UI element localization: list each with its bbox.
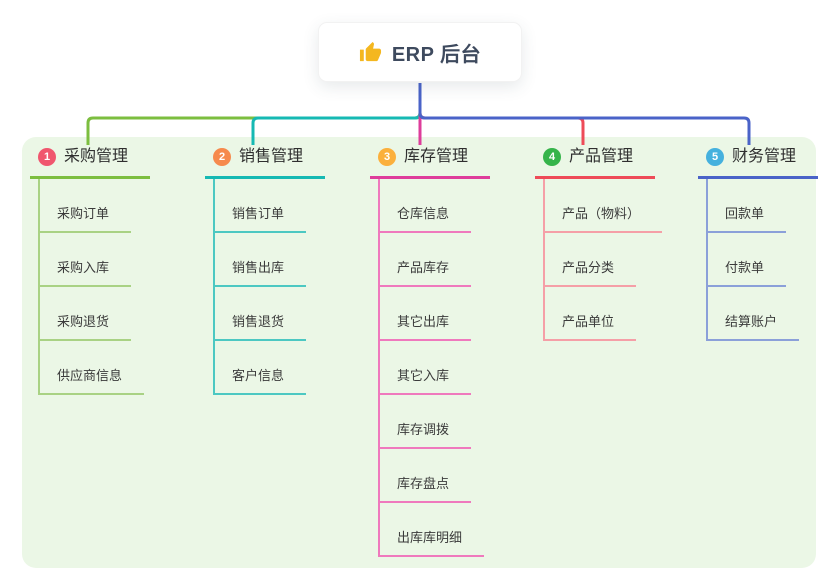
branches-panel	[22, 137, 816, 568]
branch-label: 库存管理	[404, 148, 469, 165]
branch-sales: 2 销售管理 销售订单 销售出库 销售退货 客户信息	[205, 145, 325, 395]
child-node[interactable]: 仓库信息	[378, 179, 490, 233]
branch-children: 产品（物料） 产品分类 产品单位	[543, 179, 663, 341]
branch-children: 回款单 付款单 结算账户	[706, 179, 818, 341]
connector-branch-5	[418, 83, 751, 145]
branch-number-badge: 2	[213, 148, 231, 166]
child-node[interactable]: 销售订单	[213, 179, 325, 233]
branch-label: 产品管理	[569, 148, 634, 165]
child-node[interactable]: 采购退货	[38, 287, 150, 341]
branch-header-finance[interactable]: 5 财务管理	[698, 145, 818, 179]
child-node[interactable]: 产品（物料）	[543, 179, 663, 233]
child-node[interactable]: 产品单位	[543, 287, 662, 341]
connector-branch-2	[251, 83, 422, 145]
branch-children: 采购订单 采购入库 采购退货 供应商信息	[38, 179, 150, 395]
branch-spine	[378, 179, 380, 557]
child-node[interactable]: 库存调拨	[378, 395, 490, 449]
thumbs-up-icon	[359, 41, 382, 64]
connector-branch-1	[86, 83, 422, 145]
branch-spine	[543, 179, 545, 341]
connector-branch-4	[418, 83, 585, 145]
branch-spine	[706, 179, 708, 341]
child-node[interactable]: 供应商信息	[38, 341, 150, 395]
branch-product: 4 产品管理 产品（物料） 产品分类 产品单位	[535, 145, 663, 341]
child-node[interactable]: 回款单	[706, 179, 818, 233]
child-node[interactable]: 付款单	[706, 233, 818, 287]
child-node[interactable]: 结算账户	[706, 287, 818, 341]
branch-number-badge: 3	[378, 148, 396, 166]
branch-children: 仓库信息 产品库存 其它出库 其它入库 库存调拨 库存盘点 出库库明细	[378, 179, 490, 557]
branch-purchase: 1 采购管理 采购订单 采购入库 采购退货 供应商信息	[30, 145, 150, 395]
child-node[interactable]: 出库库明细	[378, 503, 490, 557]
child-node[interactable]: 其它入库	[378, 341, 490, 395]
branch-label: 销售管理	[239, 148, 304, 165]
root-node[interactable]: ERP 后台	[318, 22, 522, 82]
child-node[interactable]: 库存盘点	[378, 449, 490, 503]
child-node[interactable]: 客户信息	[213, 341, 325, 395]
branch-label: 采购管理	[64, 148, 129, 165]
branch-header-sales[interactable]: 2 销售管理	[205, 145, 325, 179]
branch-inventory: 3 库存管理 仓库信息 产品库存 其它出库 其它入库 库存调拨 库存盘点 出库库…	[370, 145, 490, 557]
root-title: ERP 后台	[391, 43, 482, 66]
branch-label: 财务管理	[732, 148, 797, 165]
branch-number-badge: 1	[38, 148, 56, 166]
branch-number-badge: 5	[706, 148, 724, 166]
branch-finance: 5 财务管理 回款单 付款单 结算账户	[698, 145, 818, 341]
branch-number-badge: 4	[543, 148, 561, 166]
child-node[interactable]: 其它出库	[378, 287, 490, 341]
branch-children: 销售订单 销售出库 销售退货 客户信息	[213, 179, 325, 395]
branch-header-inventory[interactable]: 3 库存管理	[370, 145, 490, 179]
child-node[interactable]: 销售出库	[213, 233, 325, 287]
child-node[interactable]: 产品库存	[378, 233, 490, 287]
branch-header-purchase[interactable]: 1 采购管理	[30, 145, 150, 179]
child-node[interactable]: 采购入库	[38, 233, 150, 287]
child-node[interactable]: 销售退货	[213, 287, 325, 341]
branch-header-product[interactable]: 4 产品管理	[535, 145, 655, 179]
branch-spine	[38, 179, 40, 395]
child-node[interactable]: 采购订单	[38, 179, 150, 233]
branch-spine	[213, 179, 215, 395]
child-node[interactable]: 产品分类	[543, 233, 662, 287]
